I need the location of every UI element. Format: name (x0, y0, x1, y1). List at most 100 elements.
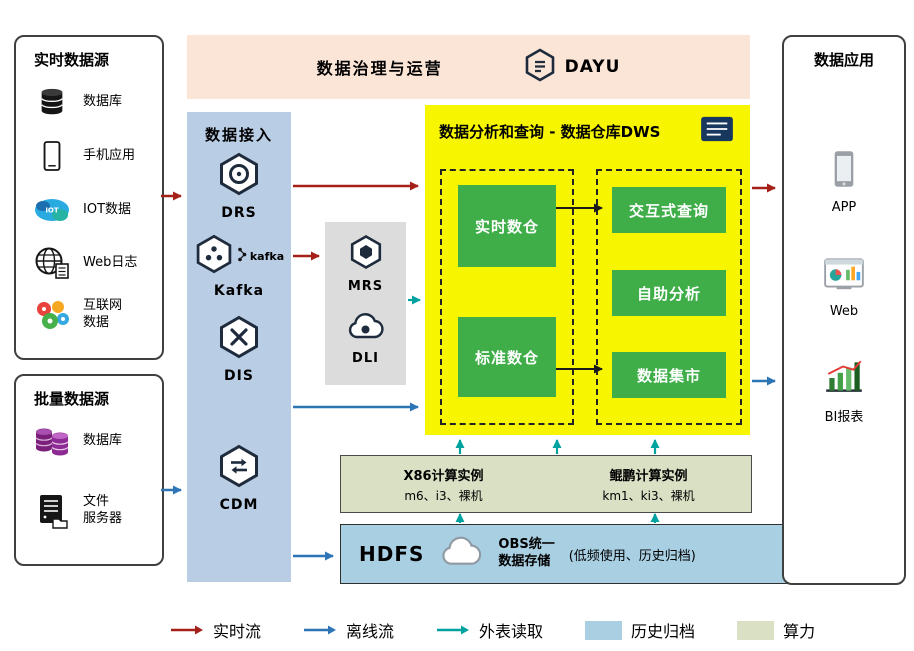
legend-external-read: 外表读取 (436, 618, 543, 642)
list-item: APP (784, 149, 904, 215)
globe-icon (32, 246, 72, 280)
iot-icon: IOT (32, 195, 72, 225)
module-data-mart: 数据集市 (612, 352, 726, 398)
realtime-sources-panel: 实时数据源 数据库 手机应用 (14, 35, 164, 360)
dayu-logo: DAYU (523, 48, 621, 86)
kunpeng-detail: km1、ki3、裸机 (602, 488, 695, 503)
source-label: Web日志 (83, 254, 138, 270)
list-item: 手机应用 (32, 133, 135, 179)
module-self-analysis: 自助分析 (612, 270, 726, 316)
service-label: DLI (352, 351, 379, 366)
legend-compute: 算力 (737, 618, 815, 642)
list-item: 文件 服务器 (32, 488, 122, 534)
service-mrs: MRS (325, 234, 406, 294)
service-dli: DLI (325, 310, 406, 366)
service-label: CDM (219, 497, 259, 513)
compute-swatch (737, 620, 775, 640)
service-kafka: kafka Kafka (187, 234, 291, 299)
blue-arrow-icon (303, 621, 337, 640)
kafka-logo-icon (237, 246, 247, 267)
service-label: MRS (347, 279, 384, 294)
purple-database-icon (32, 424, 72, 458)
legend-realtime: 实时流 (170, 618, 261, 642)
realtime-sources-title: 实时数据源 (34, 51, 110, 69)
source-label: 手机应用 (83, 147, 136, 163)
obs-label: OBS统一 数据存储 (498, 537, 555, 569)
kafka-wordmark: kafka (249, 249, 285, 263)
database-icon (32, 86, 72, 118)
app-phone-icon (830, 149, 858, 193)
dws-panel: 数据分析和查询 - 数据仓库DWS 实时数仓 标准数仓 交互式查询 自助分析 数… (425, 105, 750, 435)
warehouse-group: 实时数仓 标准数仓 (440, 169, 574, 425)
list-item: 互联网 数据 (32, 292, 122, 338)
compute-strip: X86计算实例 m6、i3、裸机 鲲鹏计算实例 km1、ki3、裸机 (340, 455, 752, 513)
source-label: 数据库 (83, 432, 123, 448)
legend-label: 离线流 (346, 622, 395, 641)
cdm-hexagon-icon (217, 444, 261, 492)
application-label: BI报表 (824, 410, 864, 425)
bi-report-icon (822, 359, 866, 399)
governance-title: 数据治理与运营 (316, 59, 443, 78)
list-item: Web (784, 255, 904, 319)
dws-title: 数据分析和查询 - 数据仓库DWS (439, 122, 661, 141)
service-drs: DRS (187, 152, 291, 221)
module-standard-warehouse: 标准数仓 (458, 317, 556, 397)
mobile-icon (32, 140, 72, 172)
dli-cloud-icon (347, 310, 385, 346)
legend-label: 历史归档 (631, 622, 696, 641)
dis-hexagon-icon (217, 315, 261, 363)
applications-panel: 数据应用 APP (782, 35, 906, 585)
source-label: 数据库 (83, 93, 123, 109)
source-label: IOT数据 (83, 201, 132, 217)
source-label: 文件 服务器 (83, 494, 123, 526)
x86-detail: m6、i3、裸机 (404, 488, 483, 503)
list-item: BI报表 (784, 359, 904, 425)
legend: 实时流 离线流 外表读取 历史归档 算力 (170, 614, 815, 646)
service-label: DRS (221, 205, 257, 221)
hdfs-label: HDFS (359, 542, 425, 566)
service-label: Kafka (213, 283, 265, 299)
storage-note: (低频使用、历史归档) (568, 548, 696, 564)
module-realtime-warehouse: 实时数仓 (458, 185, 556, 267)
ledger-icon (698, 115, 736, 147)
storage-strip: HDFS OBS统一 数据存储 (低频使用、历史归档) (340, 524, 788, 584)
kunpeng-title: 鲲鹏计算实例 (609, 468, 688, 484)
ingestion-title: 数据接入 (204, 126, 273, 144)
list-item: 数据库 (32, 79, 122, 125)
dayu-label: DAYU (564, 57, 621, 77)
web-dashboard-icon (822, 255, 866, 297)
legend-offline: 离线流 (303, 618, 394, 642)
legend-label: 实时流 (213, 622, 262, 641)
svg-text:IOT: IOT (45, 207, 59, 215)
source-label: 互联网 数据 (83, 298, 123, 330)
module-interactive-query: 交互式查询 (612, 187, 726, 233)
batch-sources-panel: 批量数据源 数据库 (14, 374, 164, 566)
kunpeng-compute: 鲲鹏计算实例 km1、ki3、裸机 (546, 456, 751, 512)
applications-title: 数据应用 (813, 51, 874, 69)
archive-swatch (585, 620, 623, 640)
legend-label: 算力 (783, 622, 816, 641)
legend-label: 外表读取 (479, 622, 544, 641)
service-label: DIS (224, 368, 254, 384)
batch-sources-title: 批量数据源 (34, 390, 110, 408)
processing-box: MRS DLI (325, 222, 406, 385)
drs-hexagon-icon (217, 152, 261, 200)
cloud-icon (438, 536, 484, 572)
list-item: IOT IOT数据 (32, 187, 131, 233)
x86-compute: X86计算实例 m6、i3、裸机 (341, 456, 546, 512)
list-item: 数据库 (32, 418, 122, 464)
internet-bubbles-icon (32, 299, 72, 331)
dws-header: 数据分析和查询 - 数据仓库DWS (425, 105, 750, 147)
service-dis: DIS (187, 315, 291, 384)
x86-title: X86计算实例 (403, 468, 484, 484)
file-server-icon (32, 493, 72, 529)
governance-banner: 数据治理与运营 DAYU (187, 35, 750, 99)
kafka-hexagon-icon (194, 234, 234, 278)
application-label: APP (831, 200, 857, 215)
list-item: Web日志 (32, 240, 137, 286)
ingestion-column: 数据接入 DRS (187, 112, 291, 582)
query-group: 交互式查询 自助分析 数据集市 (596, 169, 742, 425)
mrs-hexagon-icon (348, 234, 384, 274)
service-cdm: CDM (187, 444, 291, 513)
